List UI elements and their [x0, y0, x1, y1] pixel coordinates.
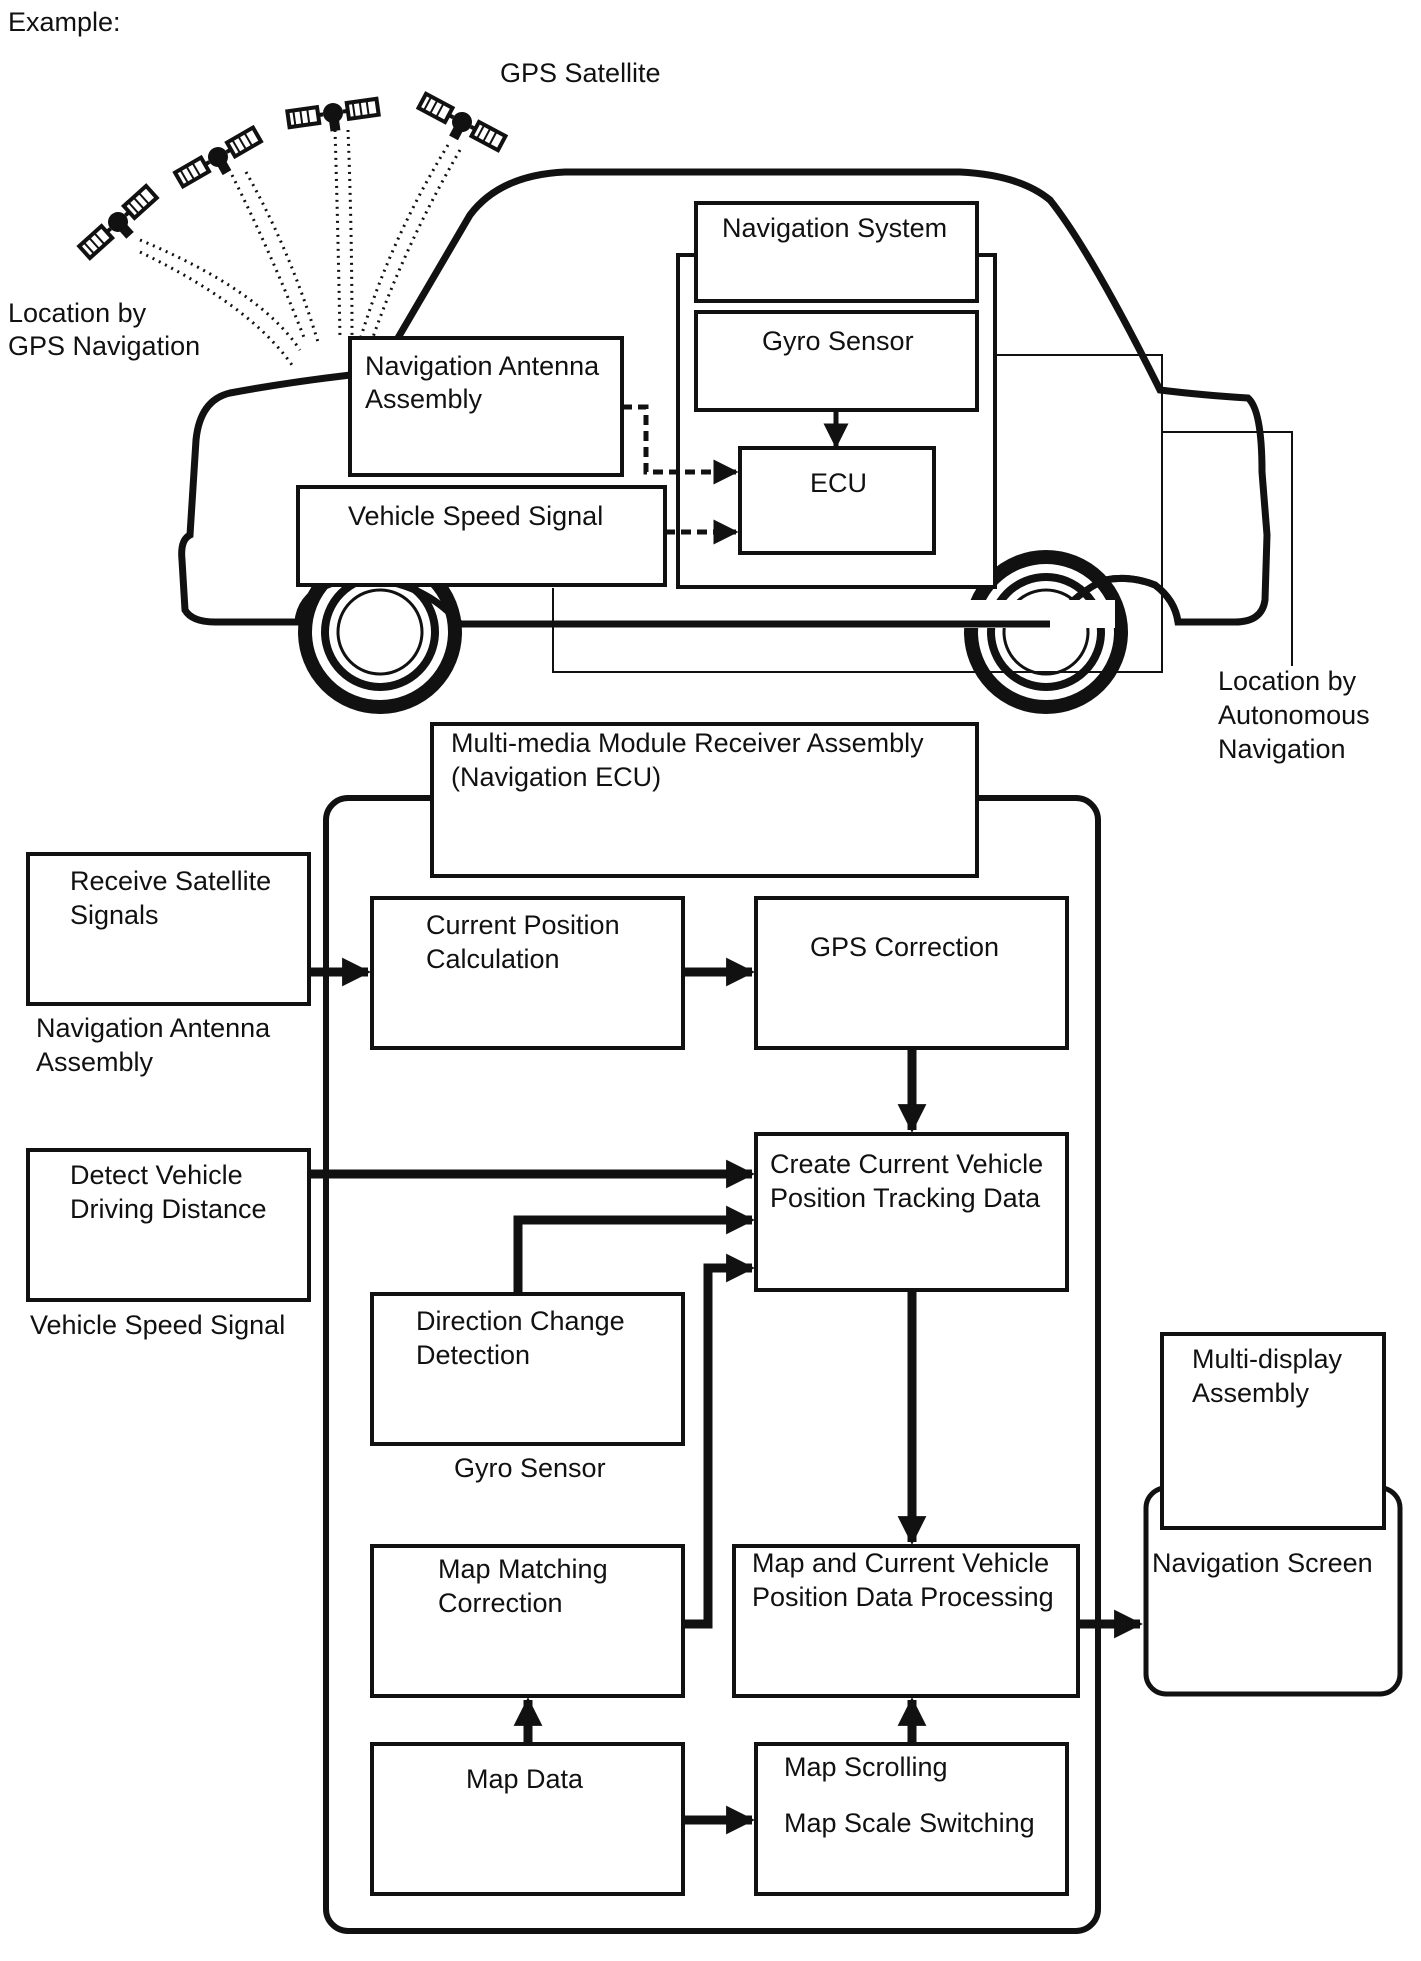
matching-to-tracking-arrow [683, 1253, 755, 1629]
gps-correction-box [754, 896, 1069, 1050]
map-scrolling-label: Map Scrolling [784, 1752, 948, 1782]
detect-distance-label-1: Detect Vehicle [70, 1160, 243, 1190]
nav-antenna-label-2: Assembly [365, 384, 483, 414]
map-data-label: Map Data [466, 1764, 584, 1794]
satellite-icon [414, 92, 507, 159]
multi-display-label-1: Multi-display [1192, 1344, 1343, 1374]
map-matching-label-1: Map Matching [438, 1554, 608, 1584]
vehicle-speed-label: Vehicle Speed Signal [348, 501, 603, 531]
vehicle-speed-box [296, 485, 667, 587]
nav-antenna-caption-2: Assembly [36, 1047, 154, 1077]
map-scrolling-box [754, 1742, 1069, 1896]
create-tracking-label-1: Create Current Vehicle [770, 1149, 1043, 1179]
multi-display-label-2: Assembly [1192, 1378, 1310, 1408]
ecu-box [738, 446, 936, 555]
gps-correction-label: GPS Correction [810, 932, 999, 962]
multi-display-box [1160, 1332, 1386, 1530]
module-title-box [430, 722, 979, 878]
gyro-connector-line [552, 354, 1163, 673]
receive-satellite-label-2: Signals [70, 900, 159, 930]
map-scale-label: Map Scale Switching [784, 1808, 1035, 1838]
gyro-sensor-label: Gyro Sensor [762, 326, 914, 356]
current-position-label-2: Calculation [426, 944, 560, 974]
satellite-icon [75, 182, 166, 268]
map-matching-label-2: Correction [438, 1588, 563, 1618]
current-position-label-1: Current Position [426, 910, 620, 940]
vehicle-illustration [178, 168, 1271, 714]
map-processing-label-2: Position Data Processing [752, 1582, 1054, 1612]
example-caption: Example: [8, 7, 121, 37]
direction-change-label-2: Detection [416, 1340, 530, 1370]
gyro-sensor-caption: Gyro Sensor [454, 1453, 606, 1483]
map-processing-label-1: Map and Current Vehicle [752, 1548, 1049, 1578]
create-tracking-label-2: Position Tracking Data [770, 1183, 1041, 1213]
navigation-system-label: Navigation System [722, 213, 947, 243]
autonomous-connector-line [1162, 431, 1293, 666]
navigation-screen-label: Navigation Screen [1152, 1548, 1373, 1578]
receive-satellite-label-1: Receive Satellite [70, 866, 271, 896]
vehicle-speed-caption: Vehicle Speed Signal [30, 1310, 285, 1340]
location-autonomous-label-1: Location by [1218, 666, 1357, 696]
location-autonomous-label-3: Navigation [1218, 734, 1346, 764]
antenna-to-ecu-arrow [622, 404, 739, 485]
nav-antenna-label-1: Navigation Antenna [365, 351, 600, 381]
detect-distance-box [26, 1148, 311, 1302]
receive-satellite-box [26, 852, 311, 1006]
detect-distance-label-2: Driving Distance [70, 1194, 267, 1224]
nav-antenna-caption-1: Navigation Antenna [36, 1013, 271, 1043]
map-data-box [370, 1742, 685, 1896]
module-title-1: Multi-media Module Receiver Assembly [451, 728, 924, 758]
direction-change-box [370, 1292, 685, 1446]
location-autonomous-label-2: Autonomous [1218, 700, 1370, 730]
module-title-2: (Navigation ECU) [451, 762, 661, 792]
current-position-box [370, 896, 685, 1050]
gps-satellite-label: GPS Satellite [500, 58, 661, 88]
direction-change-label-1: Direction Change [416, 1306, 625, 1336]
direction-to-tracking-arrow [513, 1205, 755, 1294]
navigation-system-box [694, 201, 979, 303]
ecu-label: ECU [810, 468, 867, 498]
gps-signal-waves [139, 129, 462, 366]
nav-antenna-box [348, 336, 624, 477]
location-gps-label-2: GPS Navigation [8, 331, 200, 361]
location-gps-label-1: Location by [8, 298, 147, 328]
